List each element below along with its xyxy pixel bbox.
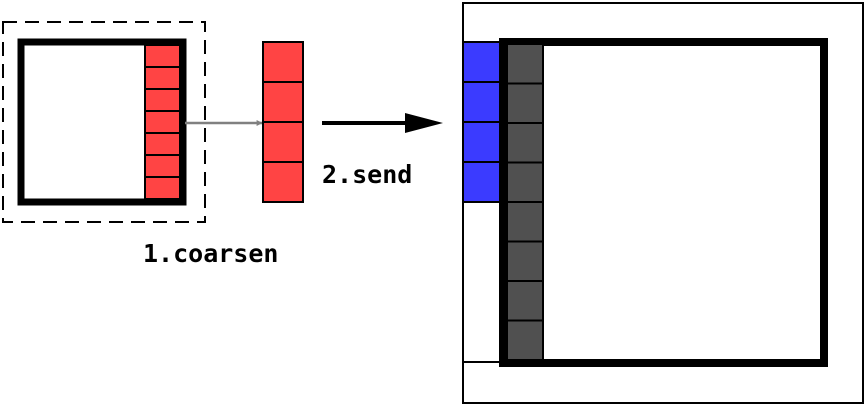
ghost-cell xyxy=(506,82,544,124)
coarsen-label: 1.coarsen xyxy=(143,239,278,268)
coarse-cell xyxy=(262,81,304,123)
fine-cell xyxy=(144,132,181,156)
fine-cell xyxy=(144,88,181,112)
received-cells xyxy=(462,41,501,203)
coarse-cell xyxy=(262,161,304,203)
received-cell xyxy=(462,121,501,163)
received-cell xyxy=(462,41,501,83)
ghost-cell xyxy=(506,240,544,282)
fine-cell xyxy=(144,66,181,90)
fine-cell xyxy=(144,44,181,68)
send-label: 2.send xyxy=(322,160,412,189)
fine-cell xyxy=(144,154,181,178)
received-cell xyxy=(462,161,501,203)
ghost-cell xyxy=(506,122,544,164)
coarse-cell xyxy=(262,121,304,163)
ghost-cell xyxy=(506,280,544,322)
ghost-cell xyxy=(506,43,544,85)
coarse-patch xyxy=(499,38,828,367)
ghost-cells xyxy=(506,43,544,361)
fine-cell xyxy=(144,110,181,134)
fine-cell xyxy=(144,176,181,200)
coarsened-cells xyxy=(262,41,304,203)
ghost-cell xyxy=(506,201,544,243)
ghost-cell xyxy=(506,319,544,361)
ghost-cell xyxy=(506,161,544,203)
received-cell xyxy=(462,81,501,123)
coarse-cell xyxy=(262,41,304,83)
coarsen-region-dashed-box xyxy=(2,21,206,223)
fine-boundary-cells xyxy=(144,44,181,200)
send-arrow-head xyxy=(405,113,443,133)
